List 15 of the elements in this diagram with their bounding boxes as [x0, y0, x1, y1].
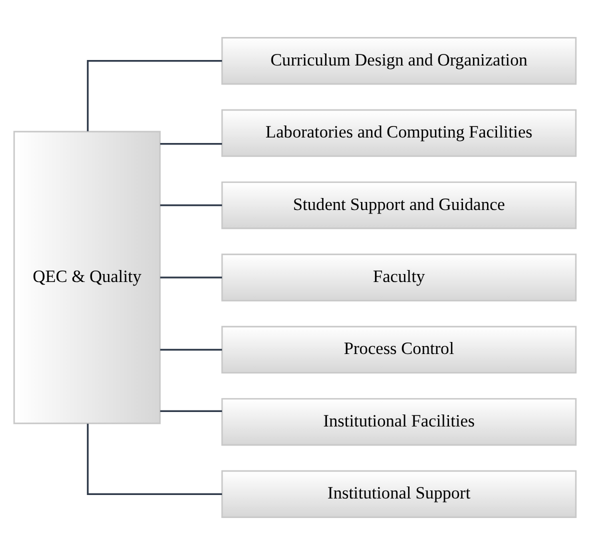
node-box: Institutional Support	[221, 470, 577, 518]
node-box: Faculty	[221, 253, 577, 301]
connector	[160, 142, 222, 144]
node-box: Laboratories and Computing Facilities	[221, 108, 577, 156]
connector	[160, 410, 222, 412]
connector	[160, 204, 222, 206]
node-box: Process Control	[221, 325, 577, 374]
connector	[86, 60, 222, 131]
node-box: Student Support and Guidance	[221, 180, 577, 229]
connector	[160, 276, 222, 278]
node-box: Curriculum Design and Organization	[221, 36, 577, 84]
node-box: QEC & Quality	[13, 130, 161, 424]
connector	[86, 423, 222, 494]
node-box: Institutional Facilities	[221, 398, 577, 446]
connector	[160, 348, 222, 350]
